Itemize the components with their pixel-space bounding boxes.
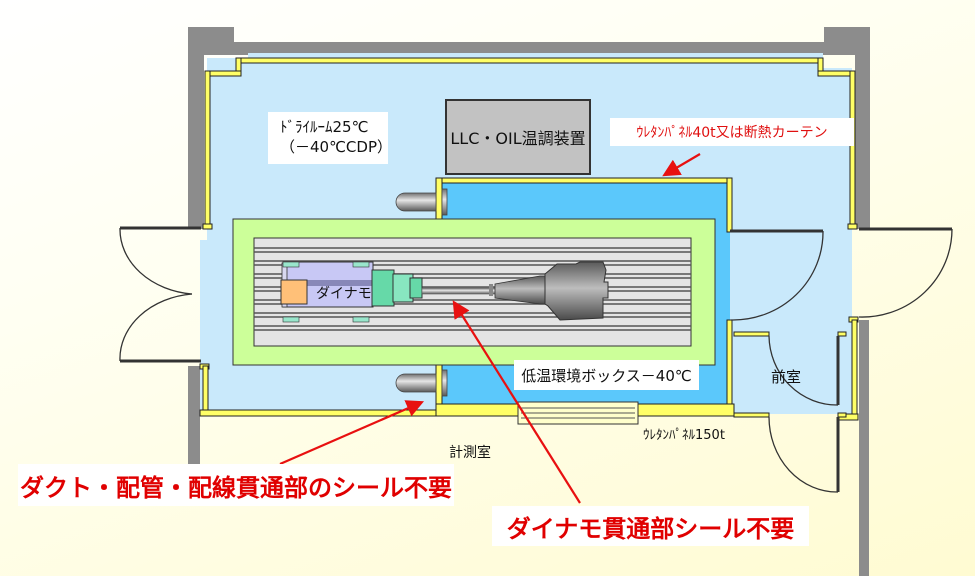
building-walls (188, 27, 870, 576)
urethane-150t-label: ｳﾚﾀﾝﾊﾟﾈﾙ150t (643, 428, 725, 443)
anteroom-label: 前室 (771, 368, 802, 386)
duct-lower (395, 369, 448, 397)
dry-room-label-line1: ﾄﾞﾗｲﾙｰﾑ25℃ (280, 118, 369, 136)
urethane-40t-label: ｳﾚﾀﾝﾊﾟﾈﾙ40t又は断熱カーテン (610, 118, 854, 146)
dynamo-seal-callout: ダイナモ貫通部シール不要 (492, 506, 809, 546)
duct-seal-callout: ダクト・配管・配線貫通部のシール不要 (18, 464, 454, 506)
dynamo-label: ダイナモ (316, 286, 372, 302)
anteroom-panels (733, 331, 847, 418)
dynamo (280, 261, 423, 323)
dry-room-panels (199, 57, 859, 421)
cold-box-label: 低温環境ボックス－40℃ (514, 360, 699, 390)
urethane-150t-panel (517, 401, 639, 425)
doors (119, 226, 953, 493)
measurement-room-label: 計測室 (449, 445, 491, 461)
dry-room-label-line2: （－40℃CDP） (280, 138, 393, 156)
llc-oil-temperature-unit: LLC・OIL温調装置 (445, 99, 591, 175)
engine (421, 261, 609, 321)
annotation-arrows (279, 153, 701, 504)
dry-room-label: ﾄﾞﾗｲﾙｰﾑ25℃ （－40℃CDP） (268, 112, 393, 164)
duct-upper (395, 188, 448, 216)
